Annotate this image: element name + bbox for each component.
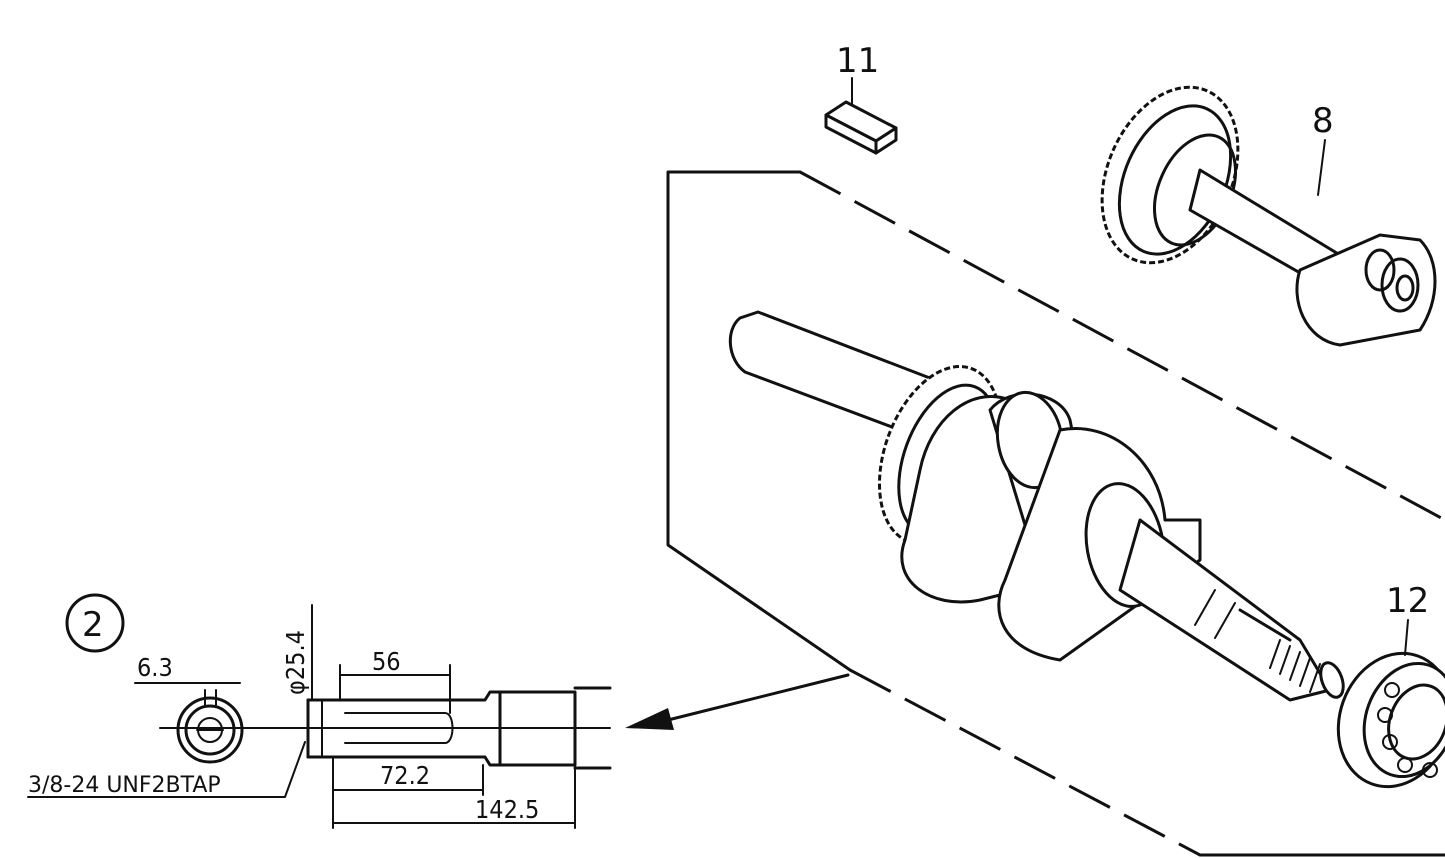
detail-arrow [625,673,850,730]
thread-note: 3/8-24 UNF2BTAP [28,773,221,798]
thread-note-leader [27,741,306,798]
camshaft-icon [1100,85,1437,347]
callout-camshaft: 8 [1312,101,1334,141]
shaft-side-view [306,686,612,770]
dim-shaft-diameter: φ25.4 [281,630,310,695]
ball-bearing-icon [1336,651,1445,789]
callout-key: 11 [836,41,879,81]
dim-taper-length: 72.2 [380,761,430,790]
leader-bearing [1404,619,1409,656]
dim-overall-length: 142.5 [475,795,539,824]
assembly-boundary [666,170,1445,857]
shaft-end-view-icon [176,689,244,764]
crankshaft-icon [728,310,1345,702]
dim-keyway-length: 56 [372,647,401,676]
leader-camshaft [1317,139,1326,196]
woodruff-key-icon [824,100,898,155]
callout-variant: 2 [82,605,104,645]
dim-keyway-width: 6.3 [137,653,173,682]
variant-circle [65,593,125,653]
callout-bearing: 12 [1386,581,1429,621]
